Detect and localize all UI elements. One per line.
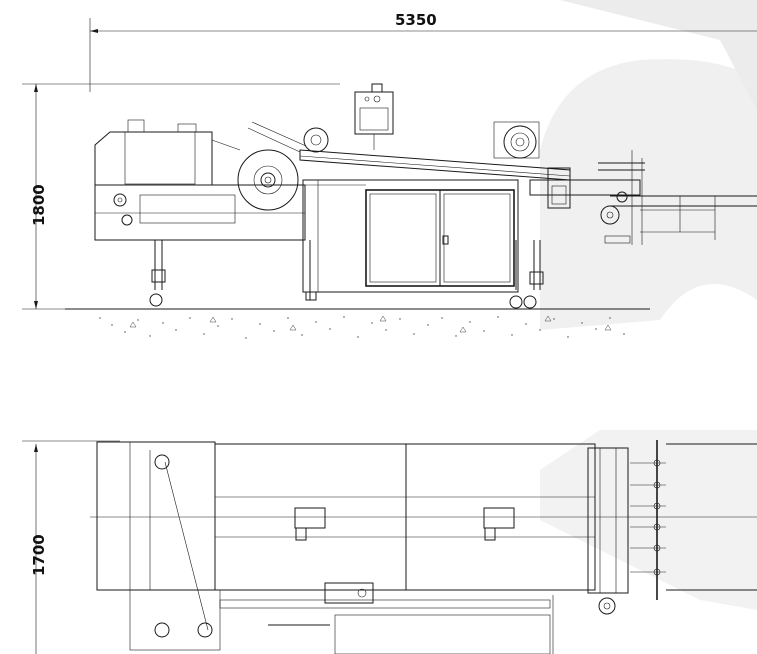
length-label: 5350 — [395, 11, 437, 29]
width-dimension: 1700 — [22, 440, 120, 654]
length-dimension: 5350 — [89, 11, 757, 92]
top-view — [90, 440, 757, 654]
concrete-floor — [99, 315, 625, 339]
watermark-logo — [540, 0, 757, 610]
height-dimension: 1800 — [22, 83, 340, 310]
width-label: 1700 — [30, 534, 48, 576]
caster-wheels — [149, 240, 544, 309]
side-view — [65, 83, 757, 339]
height-label: 1800 — [30, 184, 48, 226]
